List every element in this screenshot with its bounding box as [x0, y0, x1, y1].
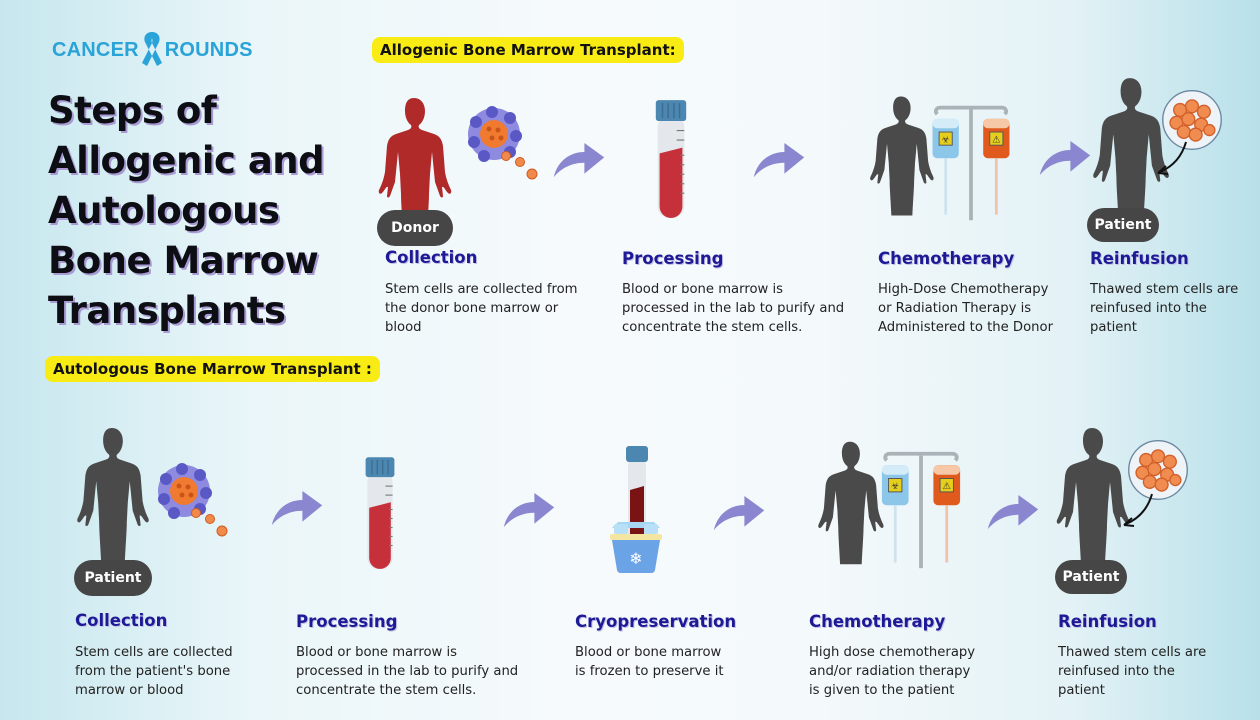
svg-text:❄: ❄ [629, 549, 642, 568]
arrow-icon [1038, 140, 1092, 178]
patient-body-icon [866, 94, 936, 218]
arrow-icon [986, 494, 1040, 532]
arrow-icon [552, 142, 606, 180]
title-line: Transplants [48, 289, 286, 332]
title-line: Bone Marrow [48, 239, 319, 282]
step-title-cryopreservation: Cryopreservation [575, 612, 737, 631]
step-title-reinfusion: Reinfusion [1058, 612, 1157, 631]
arrow-icon [270, 490, 324, 528]
curved-arrow-icon [1123, 493, 1153, 527]
title-line: Autologous [48, 189, 280, 232]
brand-left-text: CANCER [52, 38, 139, 61]
stem-cell-cluster-icon [462, 98, 542, 190]
arrow-icon [502, 492, 556, 530]
step-title-chemotherapy: Chemotherapy [878, 249, 1015, 268]
brand-right-text: ROUNDS [164, 38, 253, 61]
arrow-icon [752, 142, 806, 180]
curved-arrow-icon [1157, 141, 1187, 175]
page-title: Steps of Allogenic and Autologous Bone M… [48, 86, 358, 336]
test-tube-icon [362, 452, 398, 576]
step-title-chemotherapy: Chemotherapy [809, 612, 946, 631]
iv-bags-icon [928, 102, 1014, 224]
allogenic-section-label: Allogenic Bone Marrow Transplant: [372, 37, 684, 63]
brand-logo: CANCER ROUNDS [52, 30, 253, 70]
iv-bags-icon [878, 448, 964, 572]
patient-body-icon [70, 426, 154, 564]
test-tube-icon [652, 98, 690, 222]
frozen-tube-icon: ❄ [610, 446, 662, 574]
step-title-processing: Processing [296, 612, 398, 631]
step-title-collection: Collection [75, 611, 168, 630]
step-title-collection: Collection [385, 248, 478, 267]
patient-badge: Patient [1087, 208, 1159, 242]
title-line: Steps of [48, 89, 217, 132]
patient-badge: Patient [74, 560, 152, 596]
step-title-processing: Processing [622, 249, 724, 268]
title-line: Allogenic and [48, 139, 325, 182]
arrow-icon [712, 495, 766, 533]
step-title-reinfusion: Reinfusion [1090, 249, 1189, 268]
awareness-ribbon-icon [141, 32, 162, 66]
autologous-section-label: Autologous Bone Marrow Transplant : [45, 356, 380, 382]
donor-badge: Donor [377, 210, 453, 246]
stem-cell-cluster-icon [152, 456, 232, 546]
patient-body-icon [814, 440, 886, 566]
patient-badge: Patient [1055, 560, 1127, 594]
